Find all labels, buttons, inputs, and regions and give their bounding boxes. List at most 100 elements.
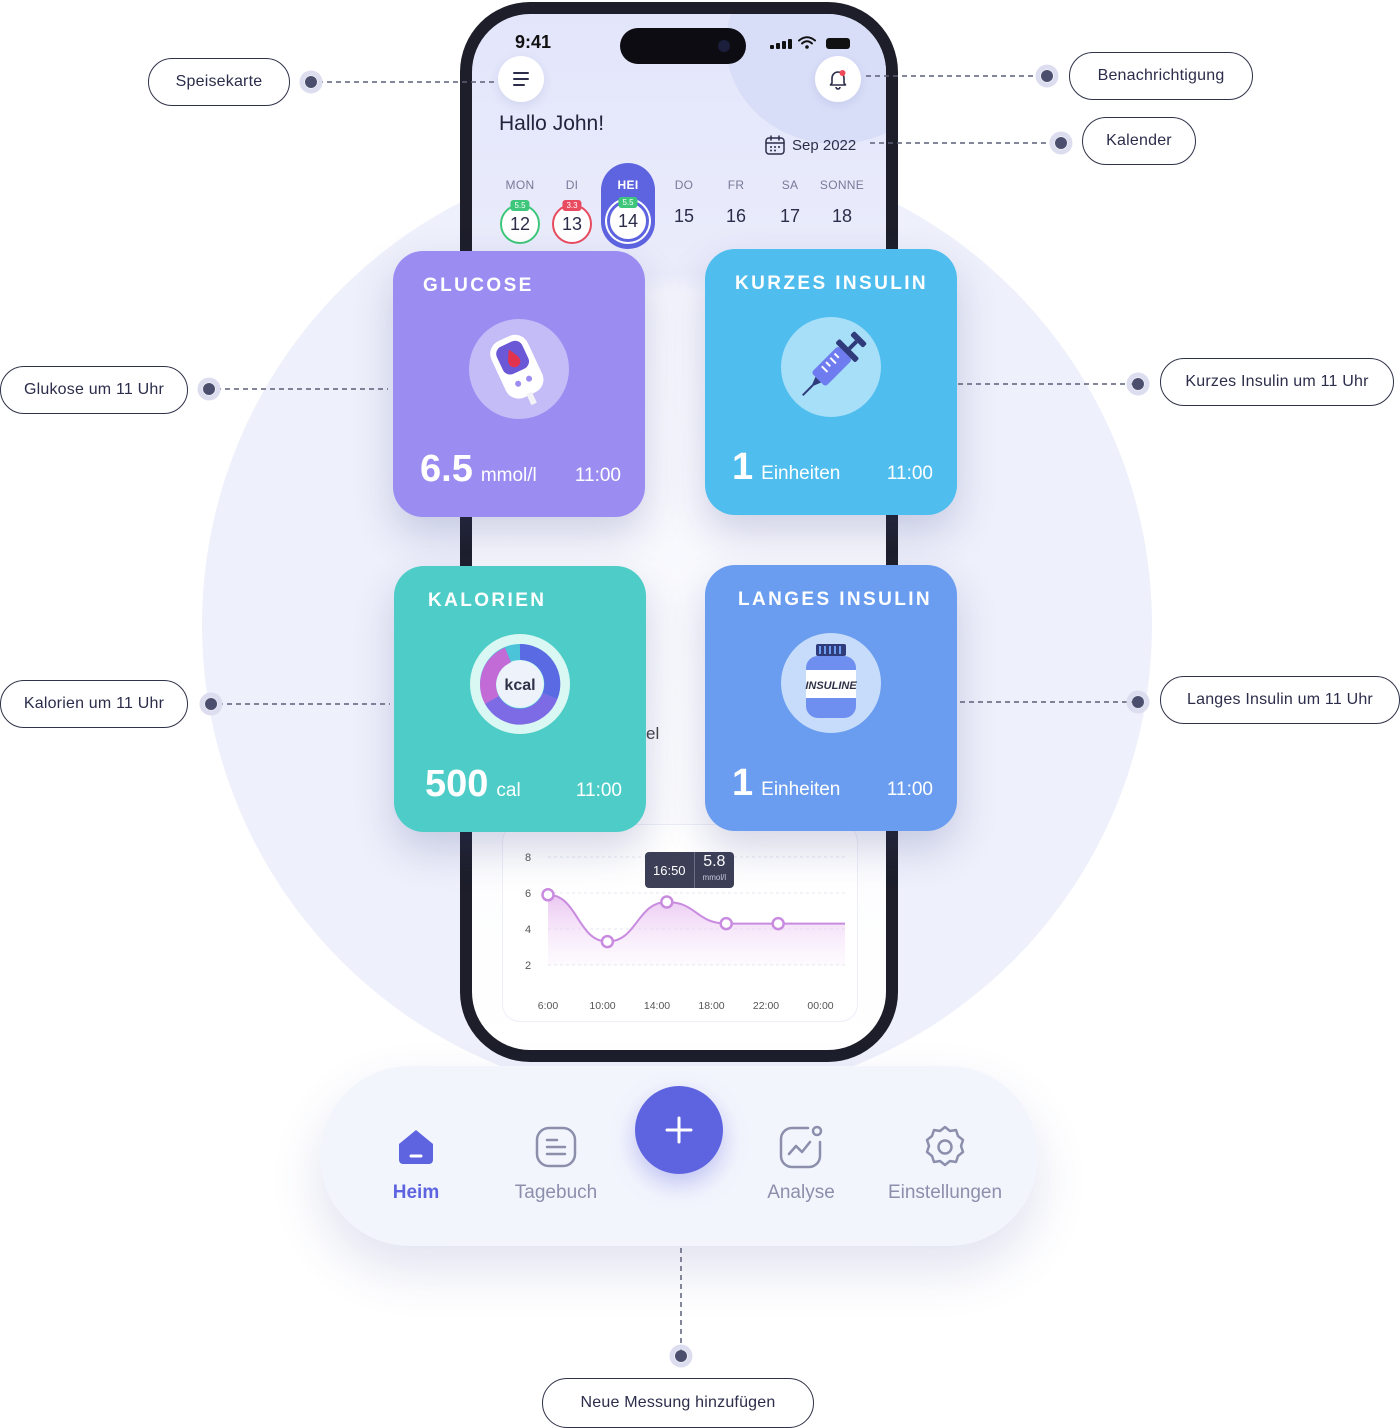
nav-home[interactable]: Heim xyxy=(346,1122,486,1204)
insuline-label: INSULINE xyxy=(805,680,857,692)
callout-long-insulin: Langes Insulin um 11 Uhr xyxy=(1160,676,1400,724)
signal-icon xyxy=(770,39,792,49)
partially-hidden-text: el xyxy=(646,724,660,743)
callout-add-measurement: Neue Messung hinzufügen xyxy=(542,1378,814,1428)
day-name: MON xyxy=(505,178,535,192)
y-tick-label: 4 xyxy=(525,924,531,936)
status-icons xyxy=(770,36,850,49)
data-point xyxy=(541,888,555,902)
day-name: HEI xyxy=(617,178,639,192)
tile-value: 500 xyxy=(425,763,489,805)
day-name: DI xyxy=(565,178,579,192)
tile-title: GLUCOSE xyxy=(423,275,534,296)
dynamic-island xyxy=(620,28,746,64)
day-number: 14 xyxy=(617,210,639,231)
nav-settings[interactable]: Einstellungen xyxy=(875,1122,1015,1204)
tile-title: LANGES INSULIN xyxy=(738,589,933,610)
header-blob xyxy=(726,14,886,144)
nav-diary-label: Tagebuch xyxy=(514,1182,598,1203)
callout-short-insulin: Kurzes Insulin um 11 Uhr xyxy=(1160,358,1394,406)
x-tick-label: 18:00 xyxy=(698,1000,724,1012)
day-name: SA xyxy=(781,178,799,192)
greeting: Hallo John! xyxy=(499,112,605,135)
menu-button[interactable] xyxy=(498,56,544,102)
tile-time: 11:00 xyxy=(574,465,621,486)
y-tick-label: 6 xyxy=(525,888,531,900)
tooltip-time: 16:50 xyxy=(645,852,695,888)
tile-unit: Einheiten xyxy=(761,779,841,800)
day-16[interactable]: FR 16 xyxy=(710,164,762,227)
diary-icon xyxy=(535,1126,577,1168)
status-time: 9:41 xyxy=(515,32,552,52)
x-tick-label: 14:00 xyxy=(644,1000,670,1012)
callout-calories: Kalorien um 11 Uhr xyxy=(0,680,188,728)
plus-icon xyxy=(665,1116,693,1144)
calories-tile[interactable]: KALORIEN kcal 500 cal 11:00 xyxy=(394,566,646,832)
tile-title: KURZES INSULIN xyxy=(735,273,928,294)
add-measurement-button[interactable] xyxy=(635,1086,723,1174)
wifi-icon xyxy=(798,36,816,49)
day-18[interactable]: SONNE 18 xyxy=(816,164,868,227)
bottom-nav: Heim Tagebuch Analyse xyxy=(320,1066,1038,1246)
tile-value: 1 xyxy=(732,446,754,488)
kcal-icon-text: kcal xyxy=(504,677,535,694)
tile-time: 11:00 xyxy=(575,780,622,801)
callout-notification: Benachrichtigung xyxy=(1069,52,1253,100)
nav-home-label: Heim xyxy=(392,1182,440,1203)
nav-diary[interactable]: Tagebuch xyxy=(486,1122,626,1204)
data-point xyxy=(660,895,674,909)
calendar-icon xyxy=(765,135,785,155)
day-name: SONNE xyxy=(819,178,865,192)
day-glucose-badge: 3.3 xyxy=(562,200,582,211)
phone-screen: 9:41 Hallo John! Sep 2022 xyxy=(472,14,886,1050)
notification-button[interactable] xyxy=(815,56,861,102)
day-number: 18 xyxy=(831,206,853,226)
glucometer-icon xyxy=(469,319,569,419)
nav-settings-label: Einstellungen xyxy=(887,1182,1003,1203)
nav-analysis[interactable]: Analyse xyxy=(731,1122,871,1204)
callout-glucose: Glukose um 11 Uhr xyxy=(0,366,188,414)
day-glucose-badge: 5.5 xyxy=(618,197,638,208)
callout-menu: Speisekarte xyxy=(148,58,290,106)
calendar-button[interactable]: Sep 2022 xyxy=(764,134,856,156)
tile-value: 6.5 xyxy=(420,448,473,490)
day-15[interactable]: DO 15 xyxy=(658,164,710,227)
day-number: 13 xyxy=(561,213,583,234)
calendar-label: Sep 2022 xyxy=(792,136,857,154)
x-tick-label: 22:00 xyxy=(753,1000,779,1012)
day-13[interactable]: DI 13 3.3 xyxy=(546,164,598,244)
day-number: 15 xyxy=(673,206,695,226)
tile-title: KALORIEN xyxy=(428,590,547,611)
y-tick-label: 2 xyxy=(525,960,531,972)
kcal-donut-icon: kcal xyxy=(470,634,570,734)
y-tick-label: 8 xyxy=(525,852,531,864)
day-name: DO xyxy=(674,178,694,192)
tile-value: 1 xyxy=(732,762,754,804)
tooltip-value: 5.8 xyxy=(703,853,726,870)
bell-icon xyxy=(829,70,847,90)
day-number: 16 xyxy=(725,206,747,226)
graph-tooltip: 16:50 5.8 mmol/l xyxy=(645,852,735,888)
long-insulin-tile[interactable]: LANGES INSULIN INSULINE 1 Einheiten 11:0… xyxy=(705,565,957,831)
day-17[interactable]: SA 17 xyxy=(764,164,816,227)
day-name: FR xyxy=(727,178,745,192)
glucose-tile[interactable]: GLUCOSE 6.5 mmol/l 11:00 xyxy=(393,251,645,517)
tile-time: 11:00 xyxy=(886,779,933,800)
area-fill xyxy=(548,894,845,965)
tile-unit: Einheiten xyxy=(761,463,841,484)
x-tick-label: 10:00 xyxy=(589,1000,615,1012)
home-icon xyxy=(399,1130,433,1164)
settings-gear-icon xyxy=(925,1125,965,1167)
data-point xyxy=(600,934,615,949)
tile-unit: cal xyxy=(496,780,521,801)
day-number: 17 xyxy=(779,206,801,226)
short-insulin-tile[interactable]: KURZES INSULIN 1 Einheiten 11:00 xyxy=(705,249,957,515)
x-tick-label: 6:00 xyxy=(538,1000,559,1012)
data-point xyxy=(771,916,785,931)
tile-time: 11:00 xyxy=(886,463,933,484)
